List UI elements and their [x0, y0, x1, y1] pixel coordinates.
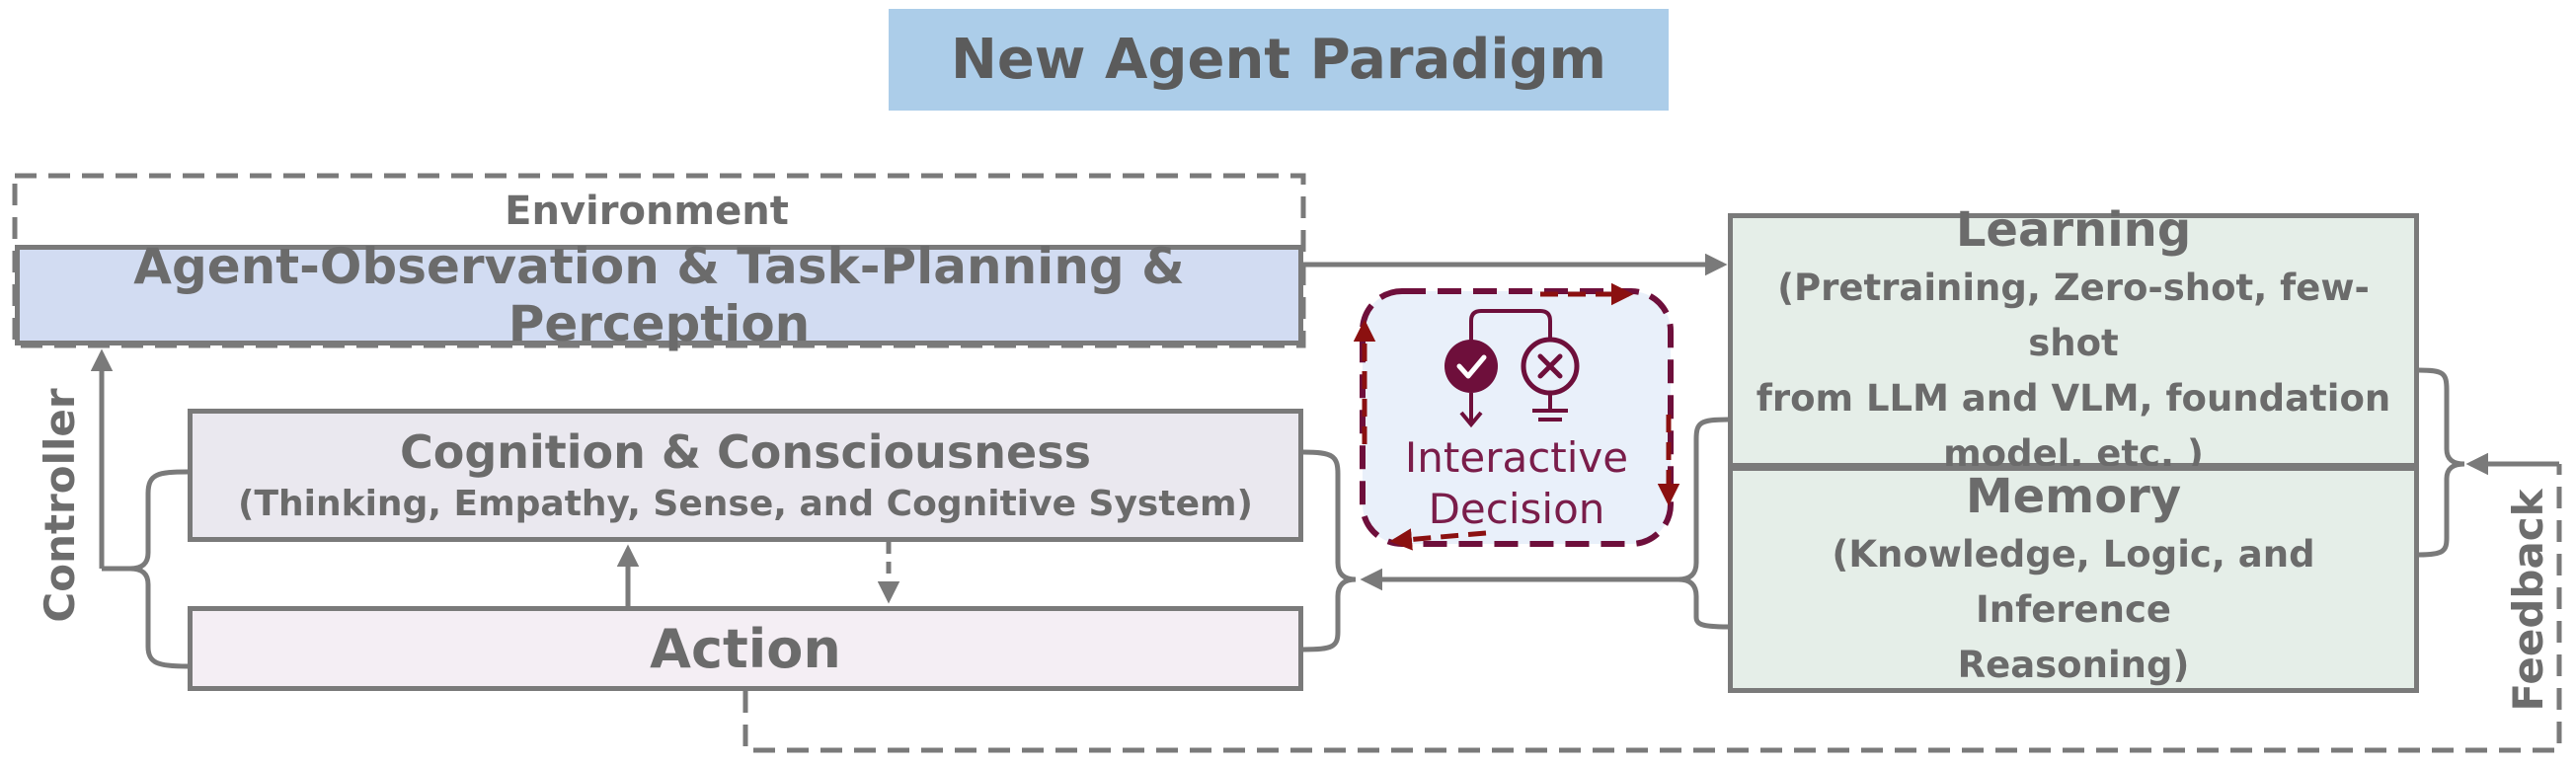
- cognition-box: Cognition & Consciousness (Thinking, Emp…: [188, 409, 1303, 542]
- decision-arrow-bottom: [1389, 528, 1487, 551]
- action-text: Action: [650, 617, 841, 680]
- feedback-label: Feedback: [2503, 489, 2552, 712]
- environment-label: Environment: [505, 189, 789, 234]
- action-box: Action: [188, 606, 1303, 691]
- controller-label: Controller: [35, 388, 84, 623]
- decision-panel: [1363, 291, 1671, 544]
- observation-box: Agent-Observation & Task-Planning & Perc…: [15, 238, 1303, 352]
- cognition-title: Cognition & Consciousness: [399, 424, 1092, 479]
- cross-circle-icon: [1521, 337, 1580, 422]
- check-circle-icon: [1444, 340, 1498, 428]
- cognition-action-bracket: [1302, 449, 1357, 652]
- observation-text: Agent-Observation & Task-Planning & Perc…: [133, 238, 1185, 352]
- title-banner: New Agent Paradigm: [889, 9, 1669, 111]
- learning-subtitle: (Pretraining, Zero-shot, few-shot from L…: [1748, 261, 2399, 482]
- learning-title: Learning: [1955, 202, 2192, 258]
- memory-box: Memory (Knowledge, Logic, and Inference …: [1728, 466, 2419, 693]
- decision-fork-connector: [1469, 309, 1552, 341]
- memory-title: Memory: [1965, 469, 2182, 524]
- feedback-dashed-loop: [742, 464, 2562, 753]
- decision-label: Interactive Decision: [1363, 424, 1671, 543]
- learning-line: from LLM and VLM, foundation: [1756, 377, 2391, 420]
- memory-subtitle: (Knowledge, Logic, and Inference Reasoni…: [1748, 527, 2399, 693]
- memory-line: Reasoning): [1957, 644, 2190, 686]
- learning-memory-right-bracket: [2418, 367, 2465, 558]
- learning-box: Learning (Pretraining, Zero-shot, few-sh…: [1728, 202, 2419, 475]
- page-title: New Agent Paradigm: [950, 28, 1607, 92]
- decision-line1: Interactive: [1404, 433, 1629, 482]
- memory-line: (Knowledge, Logic, and Inference: [1832, 533, 2315, 631]
- cognition-subtitle: (Thinking, Empathy, Sense, and Cognitive…: [238, 483, 1253, 524]
- decision-line2: Decision: [1428, 485, 1605, 533]
- learning-line: (Pretraining, Zero-shot, few-shot: [1777, 267, 2370, 364]
